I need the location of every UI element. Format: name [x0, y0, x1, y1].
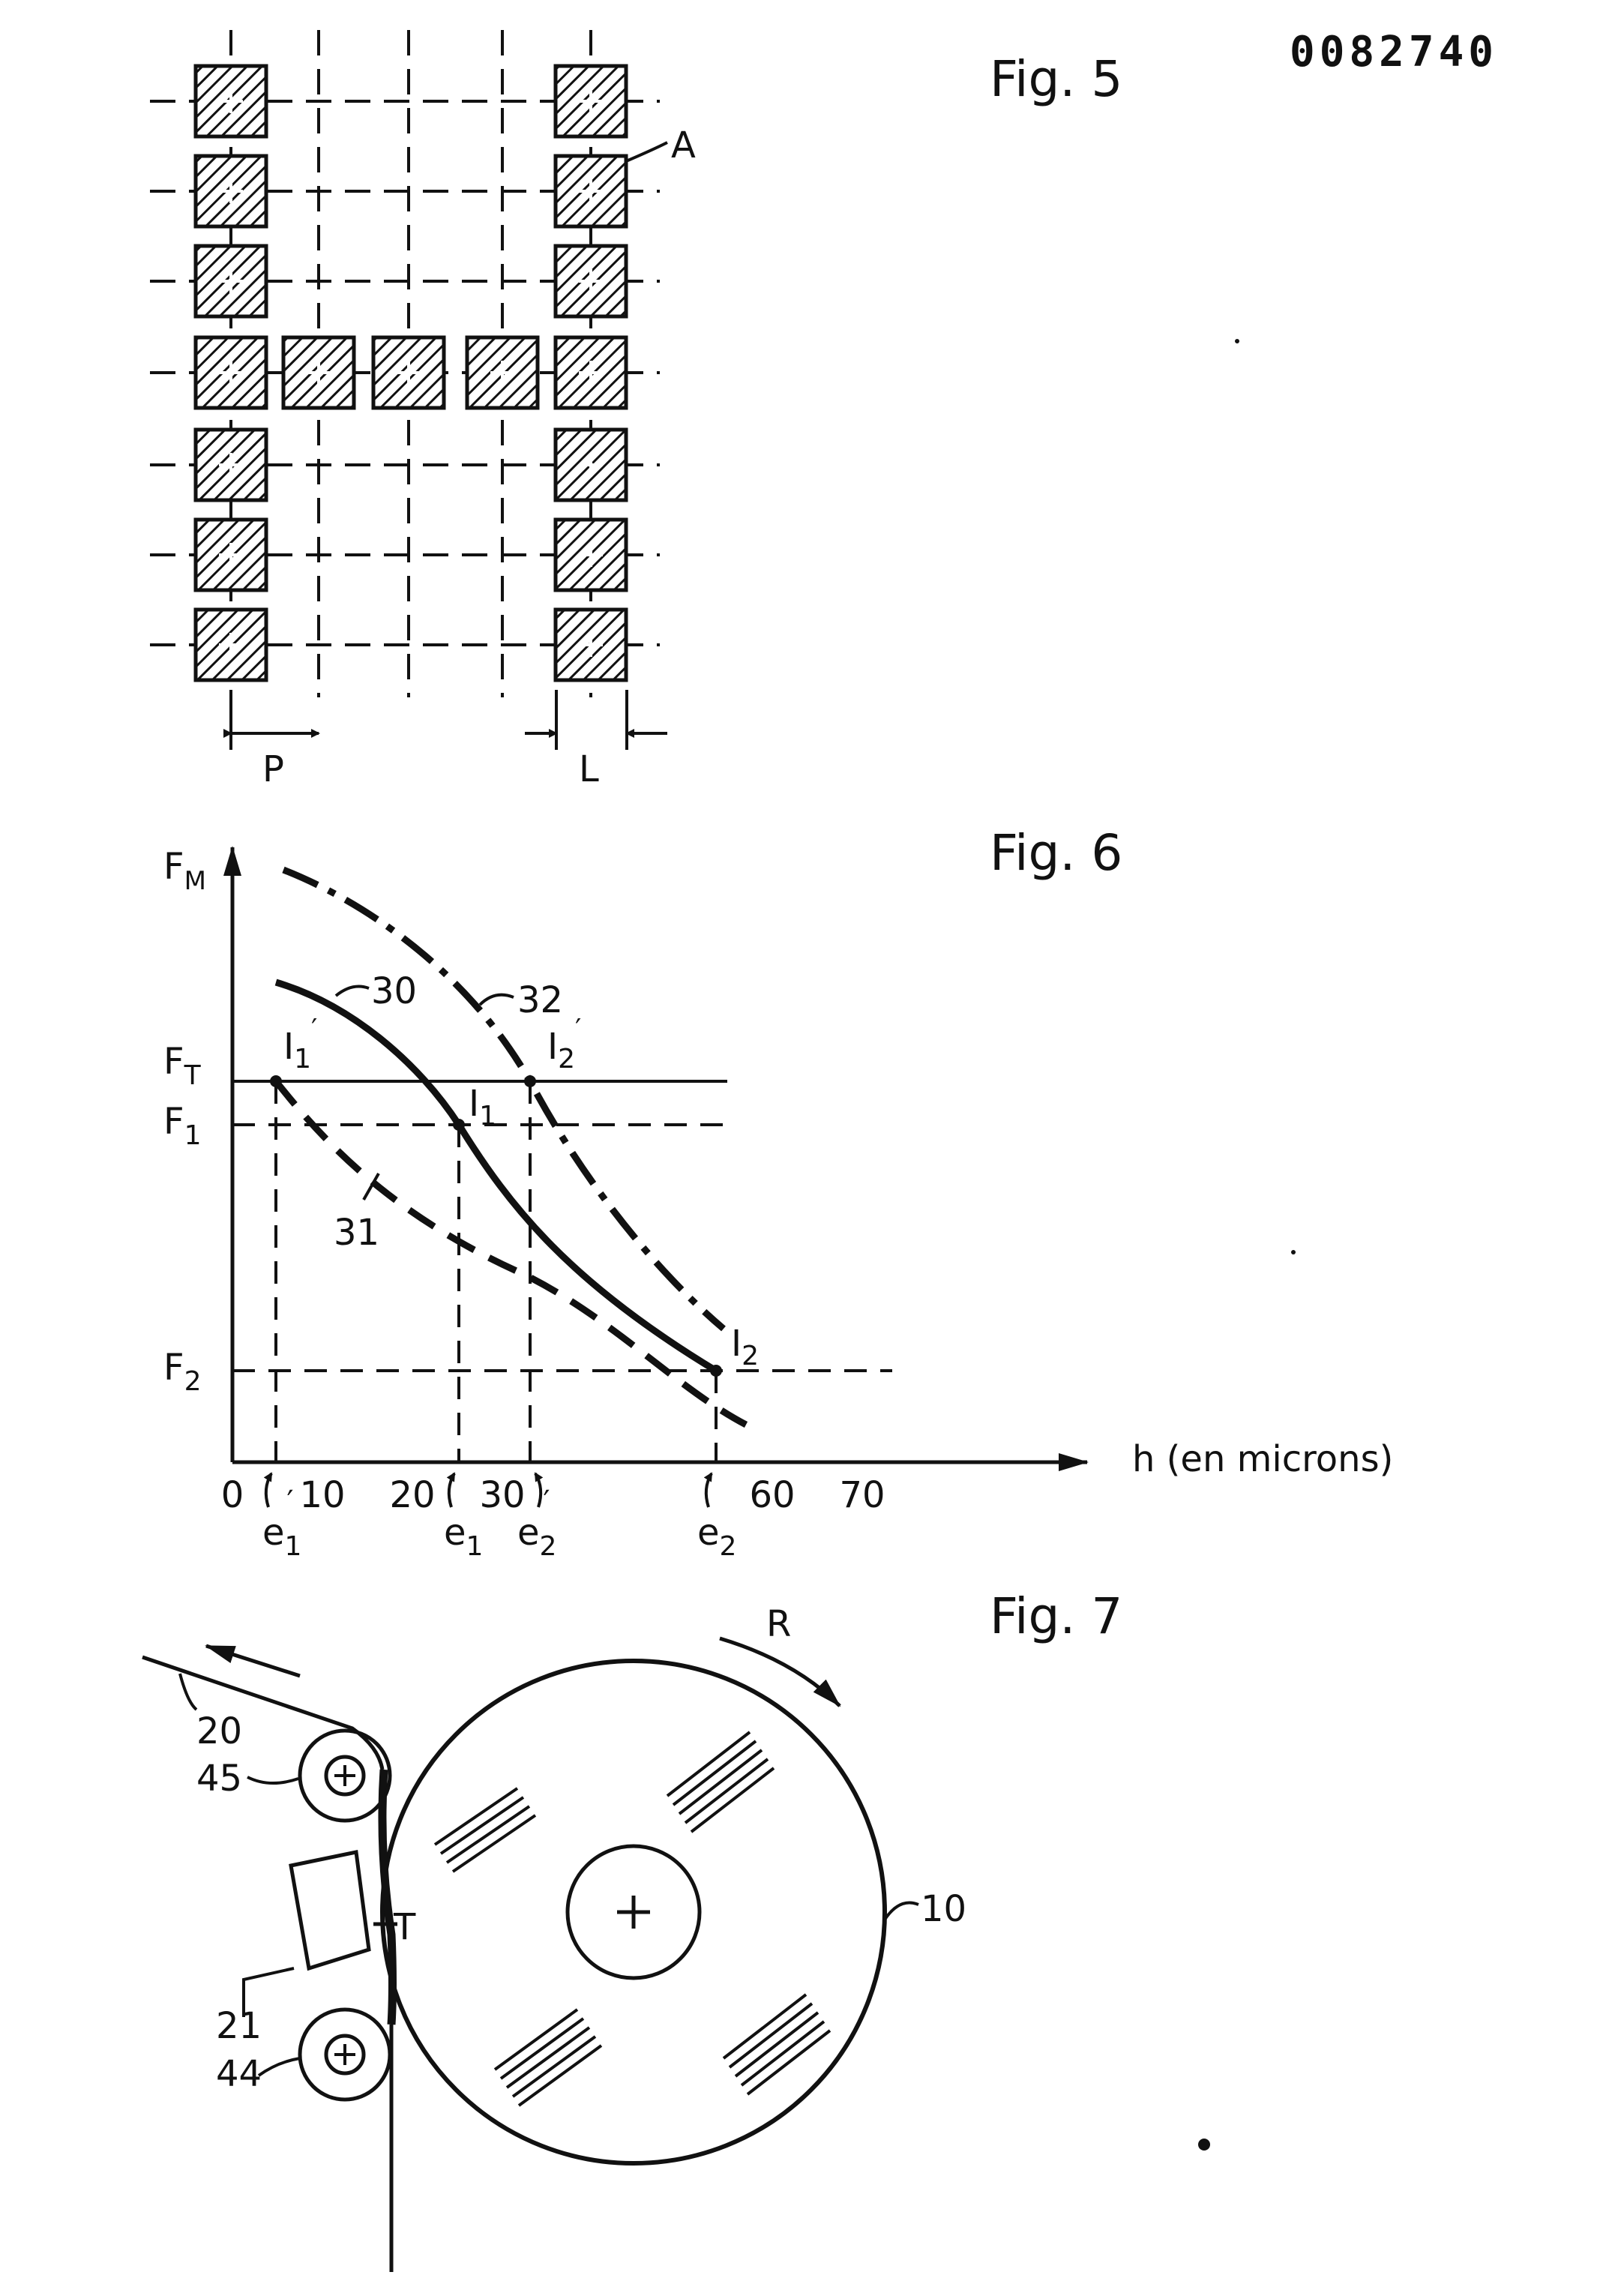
fig6-curve-label-30: 30 — [371, 970, 417, 1012]
fig6-marker-e1-prime-hook — [266, 1473, 271, 1507]
fig7-label-45: 45 — [196, 1758, 242, 1800]
fig6-level-f2-label: F2 — [163, 1347, 202, 1397]
fig5-pixel-block — [196, 337, 266, 408]
fig6-point-i2-prime — [524, 1075, 536, 1087]
fig6-marker-e2-prime-hook — [535, 1473, 541, 1507]
fig6-curve-30-leader — [336, 987, 369, 996]
fig7-leader-20 — [180, 1674, 196, 1710]
fig6-point-i2 — [710, 1365, 722, 1377]
fig7-web-contact — [382, 1770, 393, 2025]
fig6-y-axis-label: FM — [163, 846, 206, 896]
fig6-marker-e1-hook — [449, 1473, 454, 1507]
fig7-rotation-arrow — [720, 1638, 840, 1706]
fig7-web-upper — [142, 1657, 382, 1770]
scan-speck — [1291, 1250, 1296, 1254]
fig6-x-axis-label: h (en microns) — [1132, 1438, 1393, 1480]
fig7-leader-44 — [259, 2058, 300, 2076]
fig6-marker-e1-prime: e1′ — [262, 1485, 301, 1562]
fig6-x-tick-0: 0 — [221, 1474, 244, 1516]
scan-speck — [1198, 2139, 1210, 2151]
fig5-pixel-block — [196, 156, 266, 226]
fig6-x-tick-10: 10 — [299, 1474, 345, 1516]
fig5-a-leader — [626, 142, 667, 161]
fig5-pixel-blocks — [196, 66, 626, 680]
fig6-x-tick-30: 30 — [479, 1474, 525, 1516]
fig6-marker-e2-hook — [706, 1473, 712, 1507]
scan-speck — [1235, 339, 1239, 343]
fig7-web-direction-arrow — [206, 1646, 300, 1676]
fig7-label-21: 21 — [216, 2005, 262, 2047]
fig5-pixel-block — [373, 337, 444, 408]
fig5-pixel-block — [556, 337, 626, 408]
fig5-pixel-block — [556, 66, 626, 136]
fig6-point-label-i1-prime: I1′ — [283, 1014, 317, 1075]
fig6-curve-30 — [276, 982, 716, 1371]
fig6-point-i1-prime — [270, 1075, 282, 1087]
fig5-pixel-block — [556, 246, 626, 316]
fig6-curve-label-31: 31 — [334, 1212, 379, 1254]
fig7-label-r: R — [766, 1603, 791, 1645]
fig7-label-20: 20 — [196, 1710, 242, 1752]
fig7-title: Fig. 7 — [990, 1587, 1122, 1645]
fig6-x-tick-60: 60 — [749, 1474, 795, 1516]
fig5-title: Fig. 5 — [990, 50, 1122, 108]
fig6-x-tick-20: 20 — [389, 1474, 435, 1516]
fig7-leader-10 — [885, 1903, 918, 1920]
fig5-pixel-block — [196, 610, 266, 680]
fig5-label-p: P — [262, 748, 284, 790]
fig5-pixel-block — [196, 520, 266, 590]
fig6-curve-label-32: 32 — [517, 979, 563, 1021]
fig7-leader-45 — [247, 1777, 298, 1783]
fig6-level-f1-label: F1 — [163, 1101, 202, 1151]
fig5-pixel-block — [196, 246, 266, 316]
fig6-marker-e2: e2 — [697, 1512, 736, 1562]
figure-6: Fig. 6 FM h (en microns) FT F1 F2 30 31 … — [163, 824, 1393, 1562]
fig6-point-label-i2-prime: I2′ — [547, 1014, 581, 1075]
fig6-curve-32-leader — [480, 995, 514, 1005]
fig6-point-label-i1: I1 — [469, 1083, 496, 1132]
fig6-title: Fig. 6 — [990, 824, 1122, 882]
fig5-label-l: L — [579, 748, 599, 790]
fig5-pixel-block — [196, 430, 266, 500]
fig6-x-tick-70: 70 — [839, 1474, 885, 1516]
fig5-pixel-block — [467, 337, 538, 408]
fig7-label-10: 10 — [921, 1888, 966, 1930]
fig5-pixel-block — [556, 610, 626, 680]
fig6-point-i1 — [453, 1119, 465, 1131]
fig6-marker-e1: e1 — [444, 1512, 483, 1562]
document-number: 0082740 — [1290, 28, 1498, 76]
fig5-pixel-block — [196, 66, 266, 136]
figure-7: Fig. 7 — [142, 1587, 1122, 2272]
fig5-pixel-block — [283, 337, 354, 408]
fig6-point-label-i2: I2 — [731, 1323, 759, 1371]
fig7-label-t: T — [393, 1906, 416, 1948]
fig5-pixel-block — [556, 156, 626, 226]
fig5-pixel-block — [556, 520, 626, 590]
fig6-level-ft-label: FT — [163, 1041, 202, 1091]
fig6-curve-32 — [283, 870, 724, 1329]
fig7-print-head-21 — [291, 1852, 369, 1968]
fig5-label-a: A — [671, 124, 696, 166]
fig7-label-44: 44 — [216, 2053, 262, 2095]
figure-5: Fig. 5 A P L — [150, 30, 1122, 790]
fig5-pixel-block — [556, 430, 626, 500]
